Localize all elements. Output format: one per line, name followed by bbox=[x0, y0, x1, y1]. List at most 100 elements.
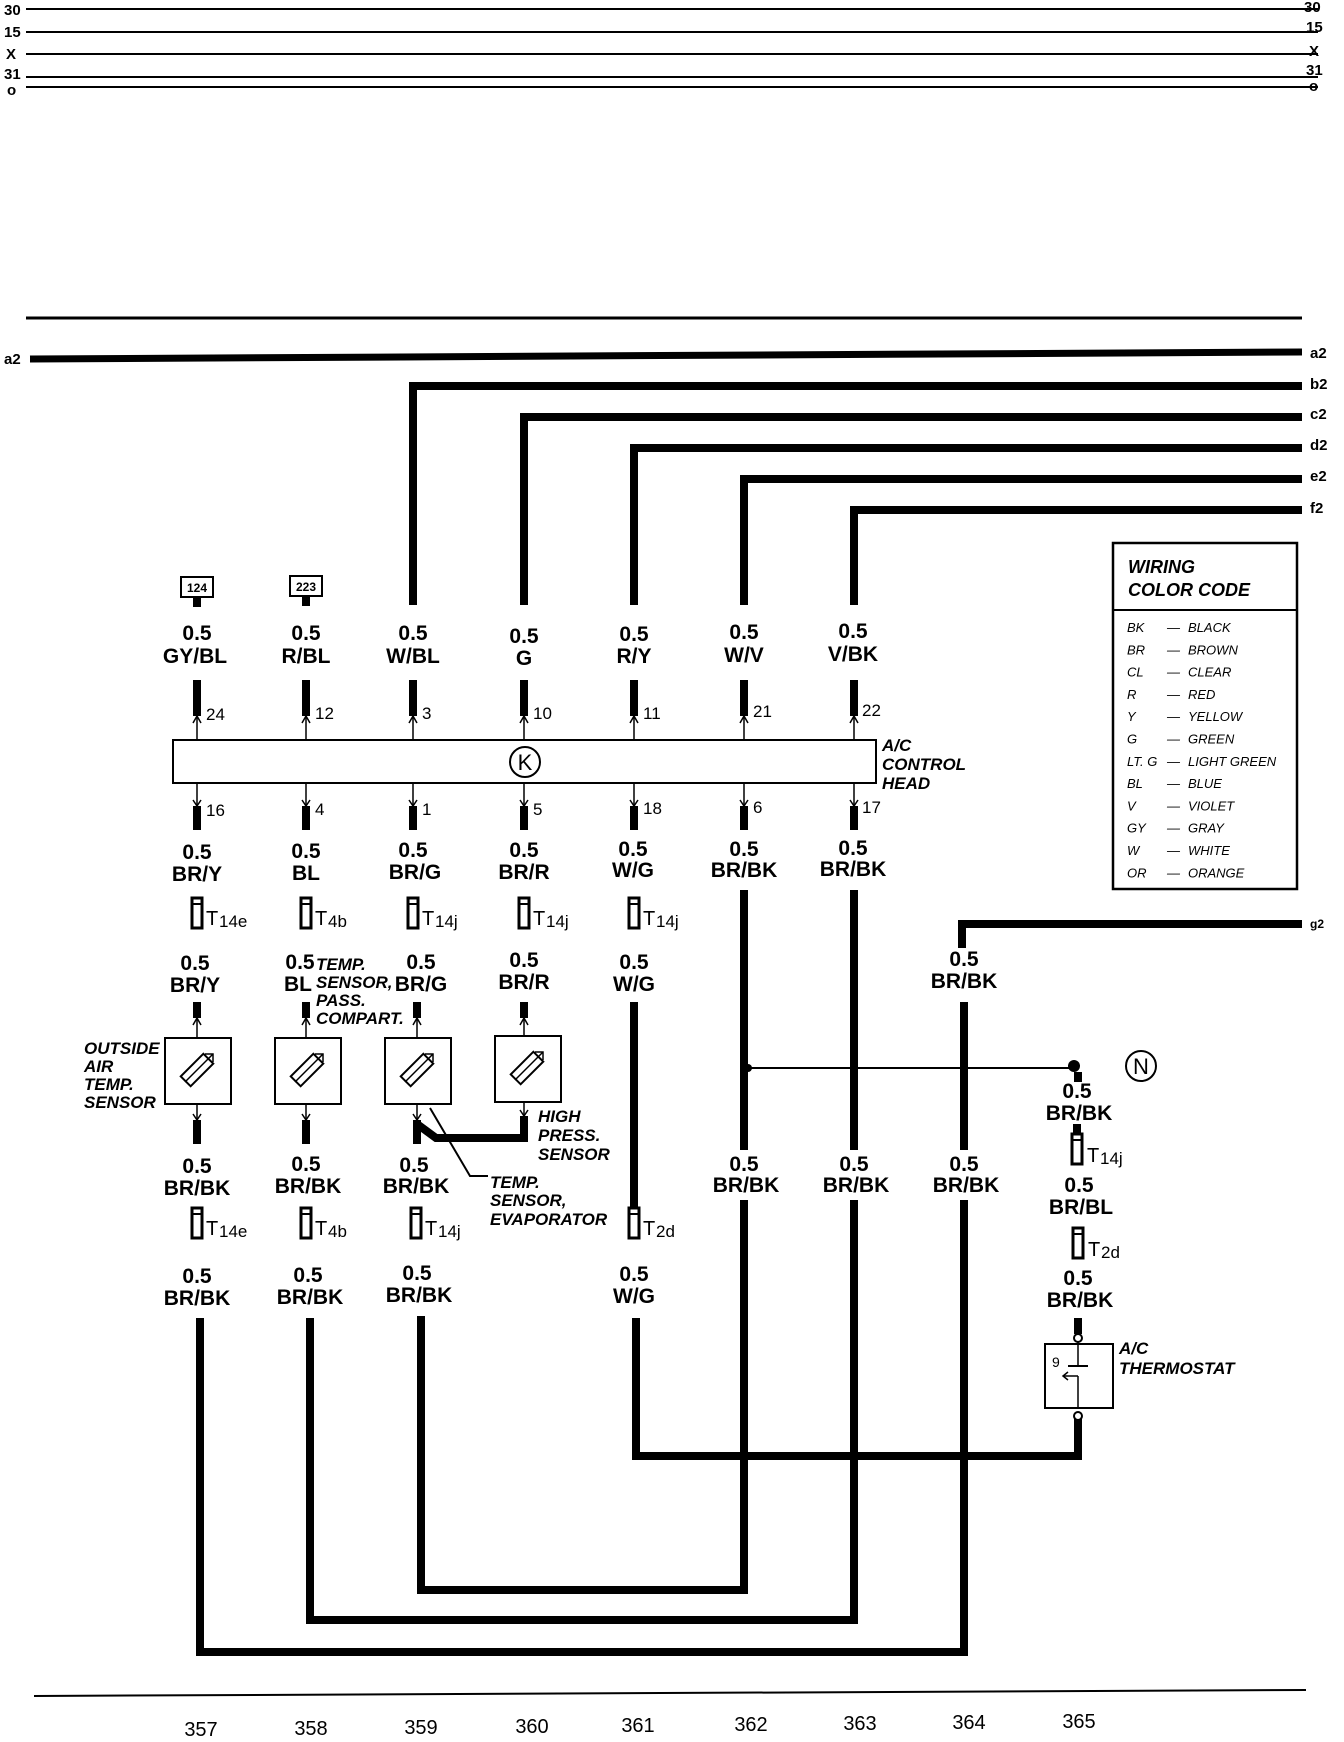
legend-code: V bbox=[1127, 798, 1137, 813]
wire-color-thermo-3: BR/BK bbox=[1047, 1289, 1114, 1312]
wire-color-brbk-357b: BR/BK bbox=[164, 1287, 231, 1310]
ref-box-223: 223 bbox=[289, 575, 323, 606]
wire-color-brbk-364a: BR/BK bbox=[933, 1174, 1000, 1197]
legend-dash: — bbox=[1166, 776, 1181, 791]
pin-11: 11 bbox=[643, 704, 661, 723]
wire-gauge-thermo-1: 0.5 bbox=[1062, 1080, 1092, 1103]
wire-gauge-g: 0.5 bbox=[509, 625, 539, 648]
caption-line: SENSOR bbox=[538, 1145, 611, 1164]
connector-t4b-upper: T 4b bbox=[299, 896, 347, 931]
sensor-bottom-stubs bbox=[193, 1120, 421, 1144]
wire-gauge-wbl: 0.5 bbox=[398, 622, 428, 645]
legend-code: BK bbox=[1127, 620, 1146, 635]
line-label-f2: f2 bbox=[1310, 500, 1323, 517]
wire-gauge-brr-2: 0.5 bbox=[509, 949, 539, 972]
ground-junction-364 bbox=[960, 1064, 968, 1072]
wire-gauge-bry-2: 0.5 bbox=[180, 952, 210, 975]
wire-gauge-brg-1: 0.5 bbox=[398, 839, 428, 862]
thermostat-terminal-bottom bbox=[1073, 1411, 1083, 1421]
feed-wires bbox=[409, 382, 1302, 605]
wire-color-brr-1: BR/R bbox=[498, 861, 549, 884]
wire-gauge-rbl: 0.5 bbox=[291, 622, 321, 645]
wire-color-thermo-1: BR/BK bbox=[1046, 1102, 1113, 1125]
line-label-g2: g2 bbox=[1310, 917, 1324, 931]
wire-gauge-wg-3: 0.5 bbox=[619, 1263, 649, 1286]
control-head-symbol: K bbox=[518, 750, 533, 775]
wire-gauge-gybl: 0.5 bbox=[182, 622, 212, 645]
wire-color-g: G bbox=[516, 647, 532, 670]
ac-control-head: K A/C CONTROL HEAD bbox=[172, 736, 966, 793]
wire-gauge-thermo-2: 0.5 bbox=[1064, 1174, 1094, 1197]
legend-code: W bbox=[1127, 843, 1141, 858]
control-head-caption-2: CONTROL bbox=[882, 755, 966, 774]
caption-line: COMPART. bbox=[316, 1009, 404, 1028]
wiring-color-legend: WIRING COLOR CODE BK—BLACKBR—BROWNCL—CLE… bbox=[1111, 541, 1299, 891]
return-wires bbox=[196, 1200, 1082, 1656]
legend-code: LT. G bbox=[1127, 754, 1157, 769]
control-head-caption-1: A/C bbox=[881, 736, 912, 755]
wire-color-gybl: GY/BL bbox=[163, 645, 227, 668]
bus-label-o-right: o bbox=[1309, 78, 1318, 95]
connector-row-2: T 14e T 4b T 14j T 2d bbox=[190, 1206, 675, 1241]
connector-t2d-thermo: T 2d bbox=[1071, 1226, 1120, 1262]
thermostat-chain: 0.5 BR/BK T 14j 0.5 BR/BL T 2d 0.5 BR/BK… bbox=[1044, 1080, 1236, 1421]
legend-code: Y bbox=[1127, 709, 1137, 724]
wire-gauge-brbk-358a: 0.5 bbox=[291, 1153, 321, 1176]
legend-name: RED bbox=[1188, 687, 1215, 702]
evaporator-temp-sensor bbox=[384, 1037, 452, 1105]
wire-color-brbk-359a: BR/BK bbox=[383, 1175, 450, 1198]
pin-17: 17 bbox=[862, 798, 881, 817]
sensor-bottom-arrows bbox=[192, 1102, 529, 1122]
wire-color-bry-2: BR/Y bbox=[170, 974, 220, 997]
legend-code: BR bbox=[1127, 642, 1145, 657]
wire-gauge-brbk-363a: 0.5 bbox=[839, 1153, 869, 1176]
wire-color-bry-1: BR/Y bbox=[172, 863, 222, 886]
caption-line: TEMP. bbox=[316, 955, 366, 974]
pin-5: 5 bbox=[533, 800, 542, 819]
bottom-stub-4 bbox=[301, 783, 311, 830]
wire-gauge-brbk-362a: 0.5 bbox=[729, 1153, 759, 1176]
conn-sub: 14j bbox=[546, 912, 569, 931]
caption-line: HIGH bbox=[538, 1107, 581, 1126]
connector-t14e-upper: T 14e bbox=[190, 896, 247, 931]
bottom-stub-6 bbox=[739, 783, 749, 830]
legend-name: BROWN bbox=[1188, 642, 1238, 657]
legend-dash: — bbox=[1166, 620, 1181, 635]
ac-thermostat: 9 bbox=[1044, 1342, 1114, 1409]
wire-color-brg-1: BR/G bbox=[389, 861, 442, 884]
wire-gauge-bl-1: 0.5 bbox=[291, 840, 321, 863]
wire-gauge-brr-1: 0.5 bbox=[509, 839, 539, 862]
bottom-stub-16 bbox=[192, 783, 202, 830]
wire-color-brbk-362: BR/BK bbox=[711, 859, 778, 882]
bus-label-30-left: 30 bbox=[4, 2, 21, 19]
caption-line: SENSOR, bbox=[490, 1191, 567, 1210]
legend-dash: — bbox=[1166, 798, 1181, 813]
ground-point-label: N bbox=[1133, 1054, 1149, 1079]
ref-box-124: 124 bbox=[180, 576, 214, 607]
conn-sub: 4b bbox=[328, 1222, 347, 1241]
pin-24: 24 bbox=[206, 705, 225, 724]
wire-color-wv: W/V bbox=[724, 644, 764, 667]
legend-name: LIGHT GREEN bbox=[1188, 754, 1277, 769]
legend-name: WHITE bbox=[1188, 843, 1230, 858]
top-stub-24 bbox=[192, 680, 202, 740]
legend-name: GRAY bbox=[1188, 821, 1225, 836]
wire-color-ry: R/Y bbox=[616, 645, 651, 668]
legend-name: VIOLET bbox=[1188, 798, 1235, 813]
top-stub-12 bbox=[301, 680, 311, 740]
wire-gauge-wg-2: 0.5 bbox=[619, 951, 649, 974]
top-stub-3 bbox=[408, 680, 418, 740]
legend-dash: — bbox=[1166, 687, 1181, 702]
wire-color-bl-2: BL bbox=[284, 973, 312, 996]
wire-color-wg-1: W/G bbox=[612, 859, 654, 882]
wire-color-wg-2: W/G bbox=[613, 973, 655, 996]
wire-e2 bbox=[740, 475, 1302, 605]
wire-color-brbk-358a: BR/BK bbox=[275, 1175, 342, 1198]
top-wire-labels: 0.5 GY/BL 0.5 R/BL 0.5 W/BL 0.5 G 0.5 R/… bbox=[163, 620, 878, 670]
conn-sub: 2d bbox=[1101, 1243, 1120, 1262]
caption-line: PASS. bbox=[316, 991, 366, 1010]
legend-dash: — bbox=[1166, 709, 1181, 724]
pin-4: 4 bbox=[315, 800, 324, 819]
column-number-358: 358 bbox=[294, 1718, 327, 1740]
ground-point-n: N bbox=[1125, 1050, 1157, 1082]
